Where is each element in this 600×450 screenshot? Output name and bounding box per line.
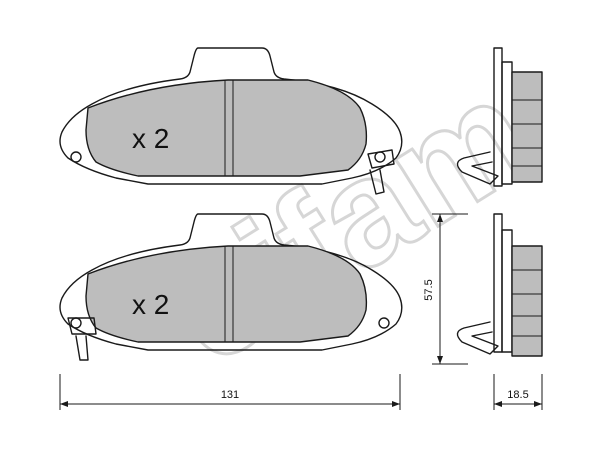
dimension-height-label: 57.5 <box>423 279 435 300</box>
friction-material-bottom <box>85 245 368 343</box>
spring-clip-side-top <box>456 151 499 185</box>
backing-plate-outline-bottom <box>59 213 403 351</box>
pad-front-view-bottom: x 2 <box>59 213 403 361</box>
pad-front-view-top: x 2 <box>59 47 403 195</box>
wear-sensor-clip-top <box>367 149 395 195</box>
dimension-width: 131 <box>59 374 401 410</box>
backing-plate-side-bottom <box>493 213 503 353</box>
pad-side-view-bottom <box>456 213 543 357</box>
mounting-hole-left-top <box>70 151 82 163</box>
quantity-label-bottom: x 2 <box>132 289 169 320</box>
friction-side-top <box>511 71 543 183</box>
wear-sensor-clip-bottom <box>67 317 97 361</box>
friction-side-bottom <box>511 245 543 357</box>
mounting-hole-left-bottom <box>70 317 82 329</box>
friction-material-top <box>85 79 368 177</box>
dimension-width-label: 131 <box>221 389 239 401</box>
mounting-hole-right-bottom <box>378 317 390 329</box>
dimension-thickness: 18.5 <box>493 374 543 410</box>
quantity-label-top: x 2 <box>132 123 169 154</box>
dimension-thickness-label: 18.5 <box>507 389 528 401</box>
pad-side-view-top <box>456 47 543 187</box>
spring-clip-side-bottom <box>456 321 499 355</box>
backing-plate-outline-top <box>59 47 403 185</box>
dimension-height: 57.5 <box>423 213 468 365</box>
